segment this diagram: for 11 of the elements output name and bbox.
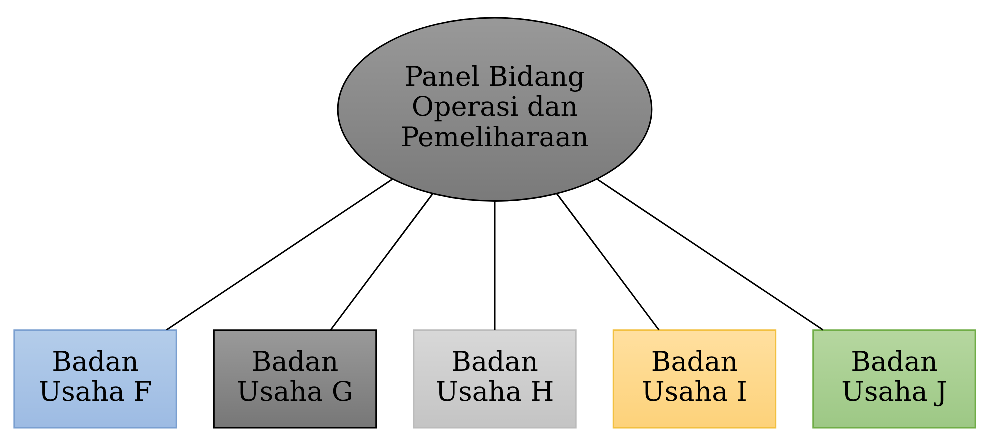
connector <box>494 200 496 330</box>
node-box: Badan Usaha H <box>413 329 577 428</box>
connector <box>330 193 434 330</box>
node-box: Badan Usaha G <box>213 329 378 428</box>
node-ellipse: Panel Bidang Operasi dan Pemeliharaan <box>337 16 653 202</box>
node-box: Badan Usaha I <box>612 329 777 428</box>
node-box: Badan Usaha J <box>812 329 976 428</box>
node-box: Badan Usaha F <box>14 329 178 428</box>
connector <box>596 178 824 330</box>
connector <box>556 193 660 330</box>
connector <box>166 178 394 330</box>
